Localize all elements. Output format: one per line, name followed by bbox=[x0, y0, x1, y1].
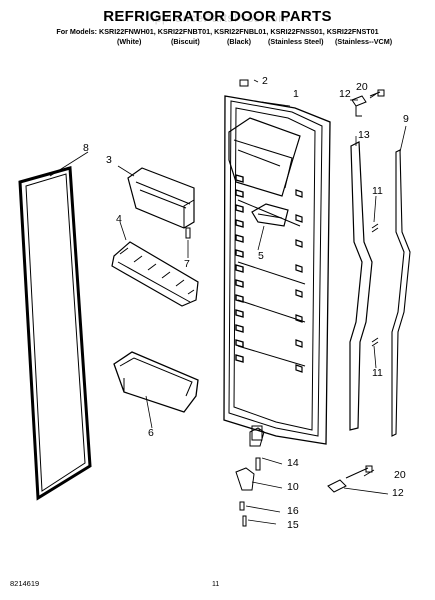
callout-10: 10 bbox=[287, 481, 299, 493]
door-gasket bbox=[18, 166, 92, 501]
callout-1: 1 bbox=[293, 88, 299, 100]
small-door-bin bbox=[251, 203, 289, 227]
callout-20-upper: 20 bbox=[356, 81, 368, 93]
callout-9: 9 bbox=[403, 113, 409, 125]
page-title: REFRIGERATOR DOOR PARTS bbox=[103, 8, 332, 25]
variant-black: (Black) bbox=[227, 37, 251, 46]
lower-hinge-parts bbox=[235, 427, 265, 527]
callout-13: 13 bbox=[358, 129, 370, 141]
door-wire bbox=[391, 149, 411, 437]
leader-lines bbox=[49, 79, 407, 525]
door-liner bbox=[223, 95, 331, 445]
document-number: 8214619 bbox=[10, 579, 40, 588]
callout-11-lower: 11 bbox=[372, 367, 383, 379]
variant-stainless-steel: (Stainless Steel) bbox=[268, 37, 324, 46]
dairy-hinge-pin bbox=[185, 227, 191, 239]
egg-tray bbox=[111, 241, 199, 307]
dairy-door-cover bbox=[127, 167, 195, 229]
callout-12-upper: 12 bbox=[339, 88, 351, 100]
variant-stainless-vcm: (Stainless--VCM) bbox=[335, 37, 393, 46]
callout-8: 8 bbox=[83, 142, 89, 154]
callout-2: 2 bbox=[262, 75, 268, 87]
callout-14: 14 bbox=[287, 457, 299, 469]
callout-5: 5 bbox=[258, 250, 264, 262]
models-line: For Models: KSRI22FNWH01, KSRI22FNBT01, … bbox=[56, 27, 379, 36]
door-bin bbox=[113, 351, 199, 413]
page-number: 11 bbox=[212, 581, 220, 588]
variant-biscuit: (Biscuit) bbox=[171, 37, 200, 46]
callout-6: 6 bbox=[148, 427, 154, 439]
callout-15: 15 bbox=[287, 519, 299, 531]
watermark: AppliancePartsPros.com bbox=[146, 11, 289, 25]
callout-11-upper: 11 bbox=[372, 185, 383, 197]
variant-white: (White) bbox=[117, 37, 142, 46]
model-variants: (White) (Biscuit) (Black) (Stainless Ste… bbox=[117, 37, 407, 47]
callout-12-lower: 12 bbox=[392, 487, 404, 499]
screws bbox=[239, 79, 379, 347]
bottom-hinge-bracket bbox=[327, 465, 373, 493]
top-hinge-bracket bbox=[351, 89, 385, 117]
callout-16: 16 bbox=[287, 505, 299, 517]
callout-3: 3 bbox=[106, 154, 112, 166]
callout-4: 4 bbox=[116, 213, 122, 225]
door-handle-strip bbox=[349, 141, 373, 431]
callout-7: 7 bbox=[184, 258, 190, 270]
callout-20-lower: 20 bbox=[394, 469, 406, 481]
